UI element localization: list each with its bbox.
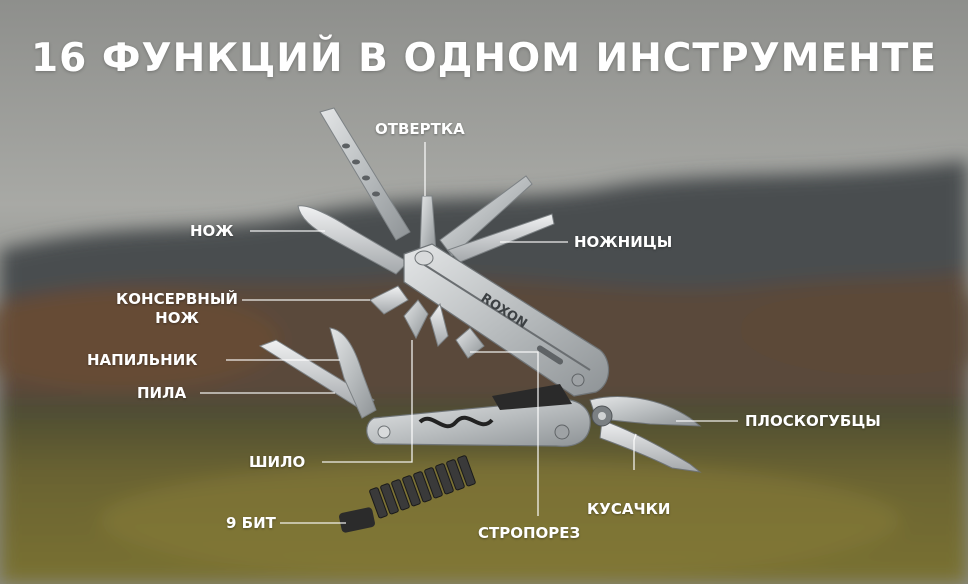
label-knife: НОЖ [190,222,234,240]
knife-blade-holes [342,143,380,197]
knife-blade [297,205,409,275]
corkscrew [418,415,494,429]
saw-tool [329,327,377,419]
knife-blade-top [319,107,411,241]
screwdriver-blade [419,195,437,253]
strap-cutter-tool [455,327,485,359]
label-bits: 9 БИТ [226,514,276,532]
pliers-jaw-lower [599,419,702,473]
label-can-opener: КОНСЕРВНЫЙ НОЖ [105,290,249,328]
page-title: 16 ФУНКЦИЙ В ОДНОМ ИНСТРУМЕНТЕ [30,36,937,81]
label-strap-cutter: СТРОПОРЕЗ [478,524,581,542]
label-pliers: ПЛОСКОГУБЦЫ [745,412,881,430]
bit-set [339,455,476,533]
label-can-opener-line1: КОНСЕРВНЫЙ [116,290,238,308]
label-awl: ШИЛО [249,453,306,471]
label-wire-cutters: КУСАЧКИ [587,500,671,518]
label-screwdriver: ОТВЕРТКА [375,120,465,138]
leader-lines [200,142,738,524]
file-tool [258,339,375,411]
label-saw: ПИЛА [137,384,187,402]
mid-hills [0,270,968,420]
label-scissors: НОЖНИЦЫ [574,233,673,251]
scissors-blade-2 [447,213,555,263]
label-can-opener-line2: НОЖ [155,309,199,327]
can-opener [369,285,409,315]
label-file: НАПИЛЬНИК [87,351,198,369]
